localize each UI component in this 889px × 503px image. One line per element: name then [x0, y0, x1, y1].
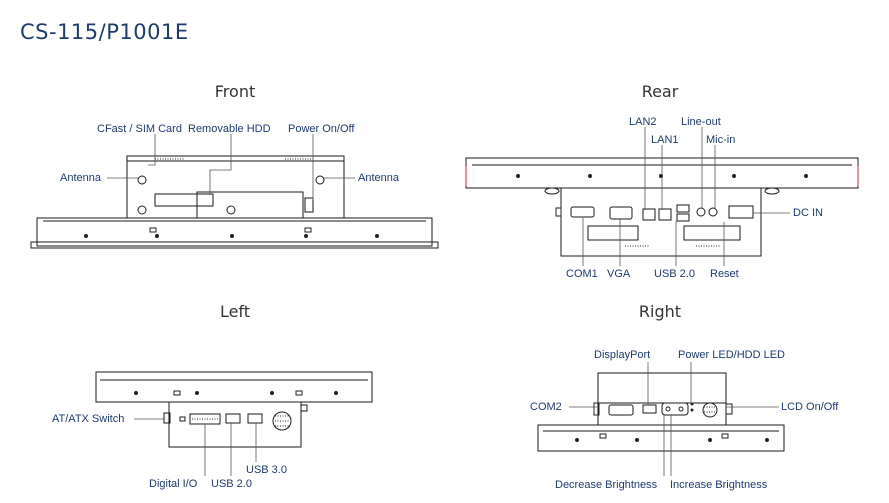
left-leader-lines	[134, 418, 257, 476]
label-lan1: LAN1	[651, 134, 679, 146]
label-antenna-left: Antenna	[60, 172, 101, 184]
label-cfast-sim-card: CFast / SIM Card	[97, 123, 182, 135]
rear-view-title: Rear	[641, 82, 679, 101]
label-usb20-rear: USB 2.0	[654, 268, 695, 280]
label-line-out: Line-out	[681, 116, 721, 128]
label-removable-hdd: Removable HDD	[188, 123, 271, 135]
label-usb30: USB 3.0	[246, 464, 287, 476]
label-com2: COM2	[530, 401, 562, 413]
label-lcd-on-off: LCD On/Off	[781, 401, 839, 413]
right-view-title: Right	[638, 302, 682, 321]
rear-leader-lines	[582, 127, 790, 266]
label-decrease-brightness: Decrease Brightness	[555, 479, 658, 491]
label-lan2: LAN2	[629, 116, 657, 128]
left-view-title: Left	[219, 302, 251, 321]
left-device-drawing	[95, 371, 373, 448]
label-vga: VGA	[607, 268, 631, 280]
label-antenna-right: Antenna	[358, 172, 399, 184]
front-view-title: Front	[214, 82, 256, 101]
label-com1: COM1	[566, 268, 598, 280]
label-dc-in: DC IN	[793, 207, 823, 219]
label-reset: Reset	[710, 268, 739, 280]
label-displayport: DisplayPort	[594, 349, 651, 361]
right-leader-lines	[569, 362, 779, 476]
front-leader-lines	[107, 134, 355, 200]
label-at-atx-switch: AT/ATX Switch	[52, 413, 125, 425]
label-power-led-hdd-led: Power LED/HDD LED	[678, 349, 785, 361]
label-increase-brightness: Increase Brightness	[670, 479, 768, 491]
label-usb20-left: USB 2.0	[211, 478, 252, 490]
label-mic-in: Mic-in	[706, 134, 736, 146]
front-device-drawing	[30, 155, 439, 249]
label-digital-io: Digital I/O	[149, 478, 198, 490]
label-power-on-off: Power On/Off	[288, 123, 355, 135]
right-device-drawing	[537, 372, 785, 452]
page-title: CS-115/P1001E	[20, 20, 189, 44]
